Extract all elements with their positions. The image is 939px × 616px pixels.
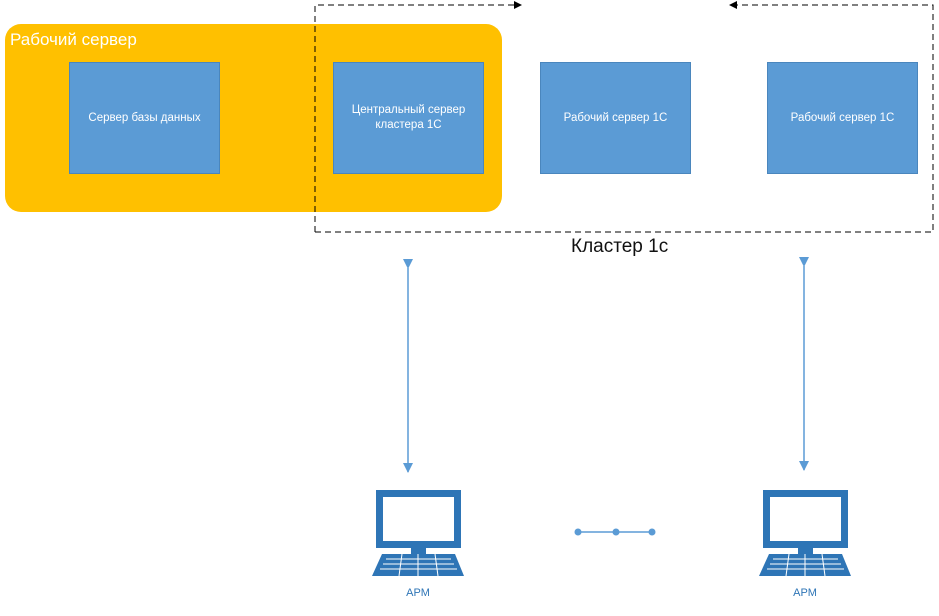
db-server-node: Сервер базы данных xyxy=(69,62,220,174)
cluster-caption: Кластер 1с xyxy=(571,236,669,257)
workstation-label-2: АРМ xyxy=(793,587,817,599)
worker-server-node-1: Рабочий сервер 1С xyxy=(540,62,691,174)
computer-icon xyxy=(372,490,464,577)
ellipsis-connector xyxy=(574,528,656,536)
workstation-label-1: АРМ xyxy=(406,587,430,599)
worker-server-label-1: Рабочий сервер 1С xyxy=(563,111,668,124)
work-server-title: Рабочий сервер xyxy=(10,30,137,49)
central-server-node: Центральный сервер кластера 1С xyxy=(333,62,484,174)
central-server-label: Центральный сервер кластера 1С xyxy=(351,104,466,131)
computer-icon xyxy=(759,490,851,577)
db-server-label: Сервер базы данных xyxy=(88,111,201,124)
cluster-boundary xyxy=(314,1,934,233)
worker-server-label-2: Рабочий сервер 1С xyxy=(790,111,895,124)
worker-server-node-2: Рабочий сервер 1С xyxy=(767,62,918,174)
